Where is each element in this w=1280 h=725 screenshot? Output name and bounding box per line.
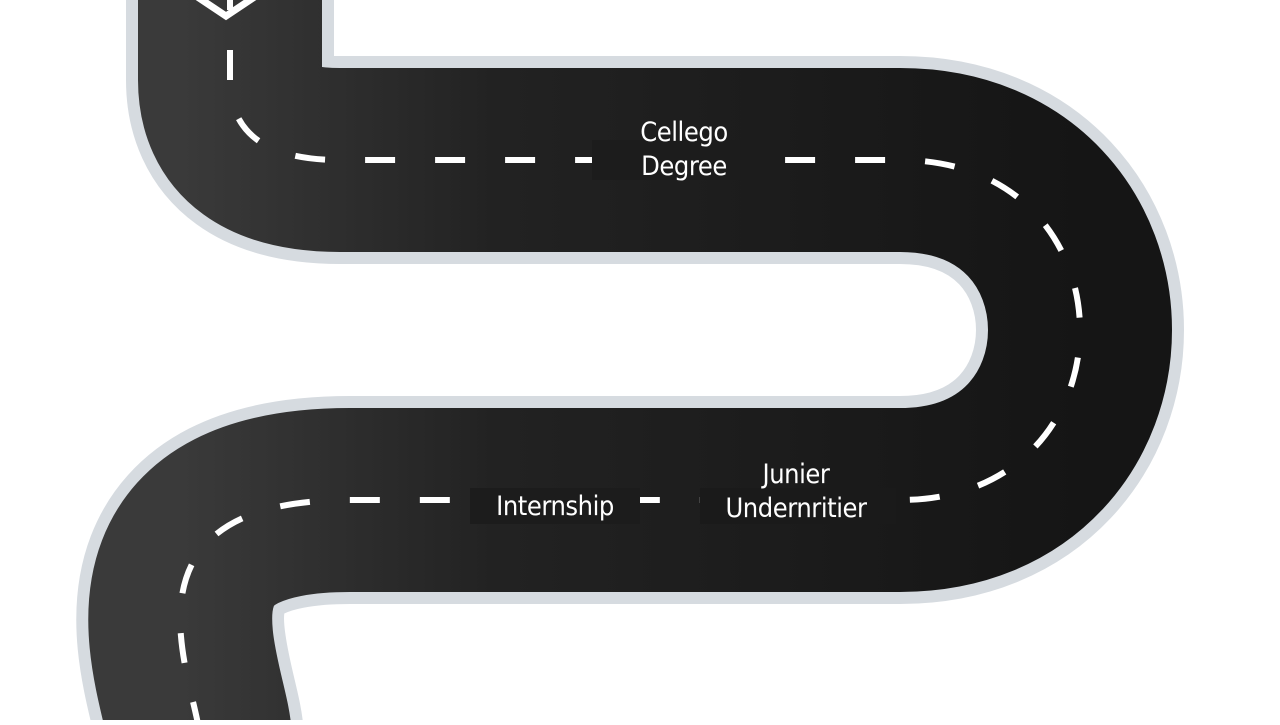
milestone-label-line: Junier <box>762 459 830 490</box>
milestone-label-line: Degree <box>641 151 727 182</box>
milestone-label: Internship <box>479 490 632 524</box>
road-surface <box>88 0 1172 725</box>
milestone-label-line: Undernritier <box>725 493 867 524</box>
milestone-label: Junier Undernritier <box>708 458 884 526</box>
milestone-label-line: Cellego <box>640 117 728 148</box>
start-chevron-icon <box>195 0 257 21</box>
milestone-label-line: Internship <box>496 491 614 522</box>
label-backdrop-internship <box>470 488 640 524</box>
milestone-label: Cellego Degree <box>607 116 762 184</box>
label-backdrop-college <box>592 140 772 180</box>
label-backdrop-junior <box>700 488 896 524</box>
